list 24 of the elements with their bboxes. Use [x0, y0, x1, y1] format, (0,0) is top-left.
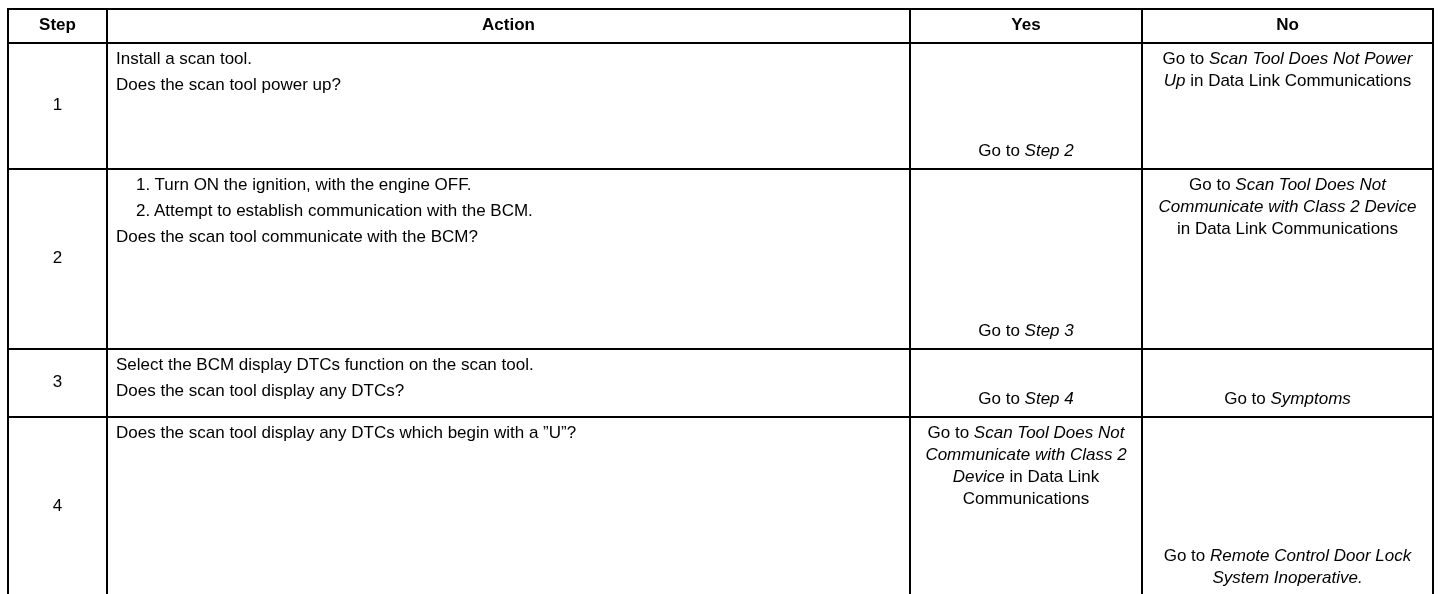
question-text: Does the scan tool display any DTCs which begin with a ”U”?	[116, 422, 578, 445]
column-header: Yes	[1010, 14, 1042, 36]
no-result-text: Go to Scan Tool Does Not Communicate with Class 2 Device in Data Link Communications	[1157, 174, 1418, 241]
instruction-text: Install a scan tool.	[116, 48, 254, 71]
step-number: 1	[51, 94, 64, 117]
yes-result-text: Go to Step 2	[977, 140, 1075, 162]
no-result-text: Go to Scan Tool Does Not Power Up in Data Link Communications	[1161, 48, 1414, 93]
no-result-text: Go to Symptoms	[1223, 388, 1352, 410]
yes-result-text: Go to Step 3	[977, 320, 1075, 342]
yes-result-text: Go to Step 4	[977, 388, 1075, 410]
no-result-text: Go to Remote Control Door Lock System Inoperative.	[1162, 544, 1413, 589]
instruction-text: Select the BCM display DTCs function on the scan tool.	[116, 354, 535, 377]
yes-result-text: Go to Scan Tool Does Not Communicate with Class 2 Device in Data Link Communications	[924, 422, 1128, 511]
instruction-text: 2. Attempt to establish communication with the BCM.	[135, 200, 534, 223]
column-header: Step	[38, 14, 77, 36]
question-text: Does the scan tool communicate with the BCM?	[116, 226, 479, 249]
question-text: Does the scan tool power up?	[116, 74, 342, 97]
column-header: Action	[481, 14, 536, 36]
step-number: 2	[51, 247, 64, 270]
step-number: 3	[51, 371, 64, 394]
column-header: No	[1275, 14, 1300, 36]
instruction-text: 1. Turn ON the ignition, with the engine OFF.	[135, 174, 473, 197]
question-text: Does the scan tool display any DTCs?	[116, 380, 406, 403]
step-number: 4	[51, 494, 64, 517]
